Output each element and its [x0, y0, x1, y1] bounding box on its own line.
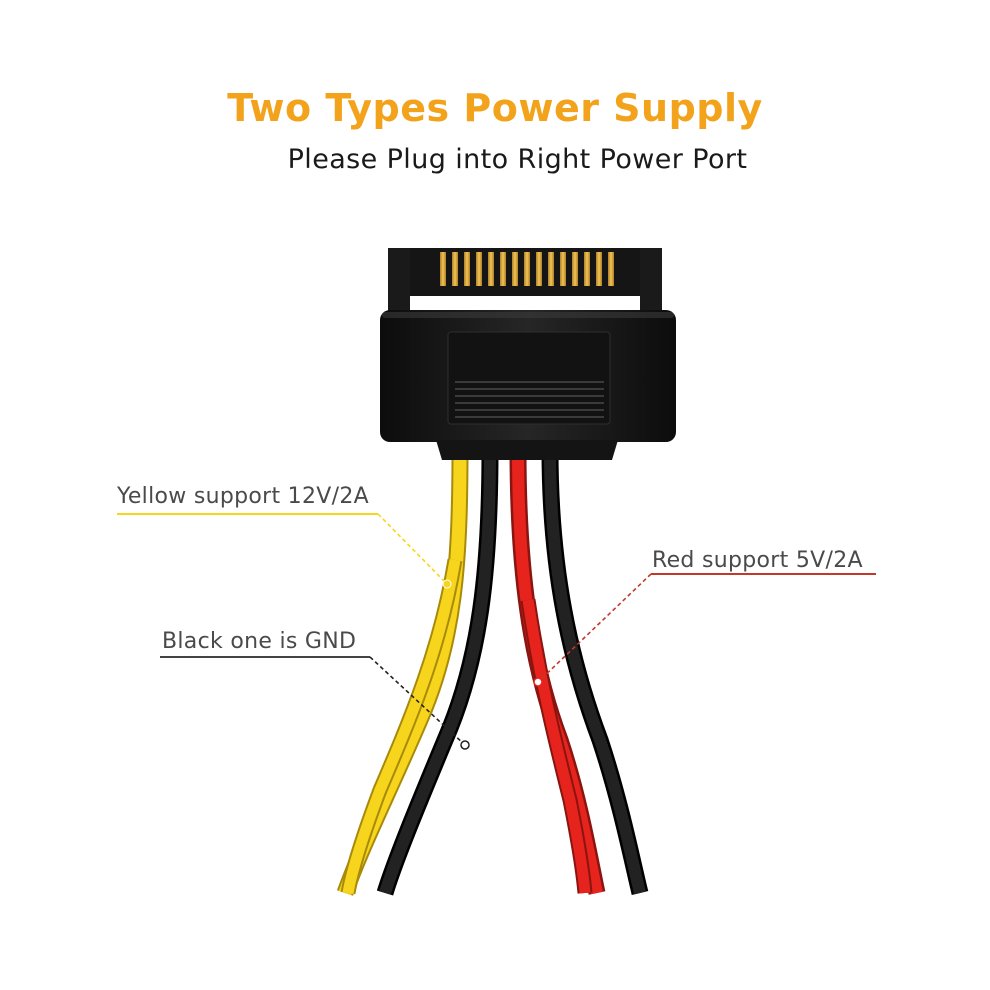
red-wire-label: Red support 5V/2A	[652, 548, 863, 573]
yellow-wire-label: Yellow support 12V/2A	[117, 484, 369, 509]
callout-lines	[117, 513, 876, 750]
wire-bundle	[336, 449, 649, 896]
page-title: Two Types Power Supply	[227, 86, 763, 130]
page-subtitle: Please Plug into Right Power Port	[287, 144, 748, 175]
black-wire-label: Black one is GND	[162, 629, 357, 654]
sata-connector	[380, 248, 676, 460]
gold-pins	[440, 252, 614, 286]
